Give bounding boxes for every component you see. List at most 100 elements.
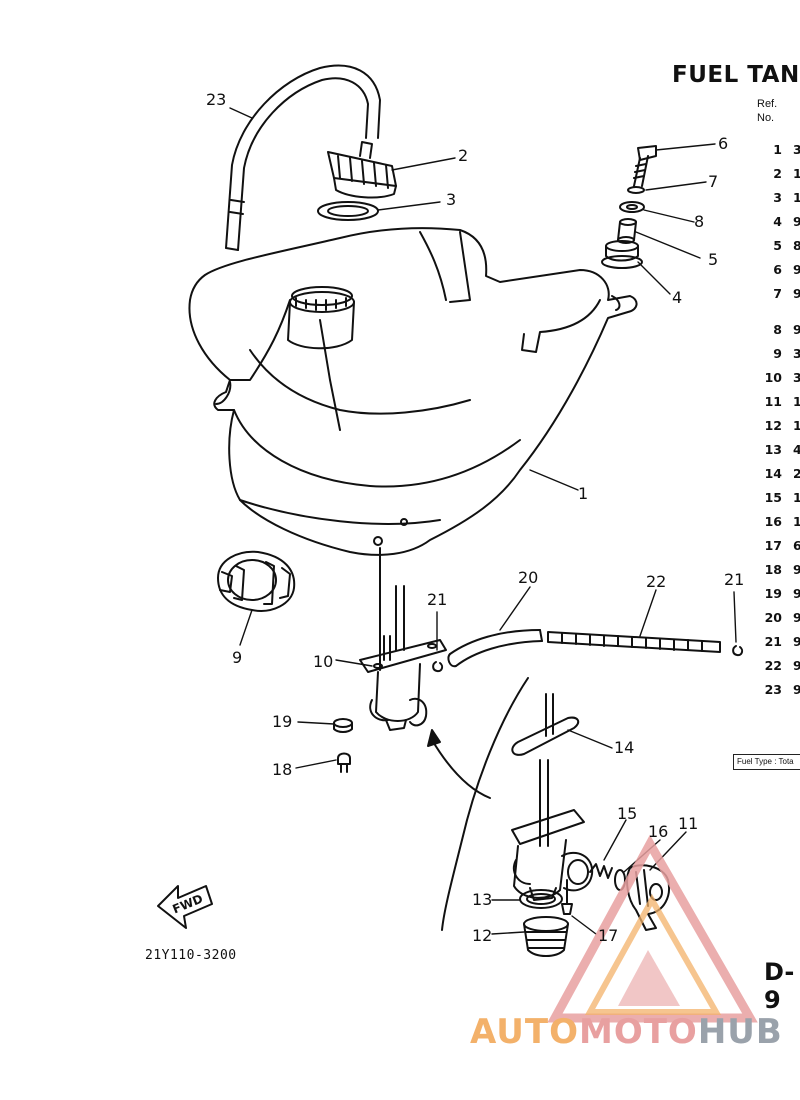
screw-17 [561, 903, 573, 915]
watermark-hub: HUB [697, 1012, 783, 1052]
watermark-auto: AUTO [470, 1012, 579, 1052]
ref-part-digit: 9 [793, 286, 800, 301]
callout-number: 11 [678, 814, 699, 833]
filler-neck [287, 286, 355, 350]
callout-number: 21 [427, 590, 448, 609]
fuel-type-label: Fuel Type : Tota [733, 754, 800, 770]
ref-part-digit: 9 [793, 322, 800, 337]
callout-number: 17 [598, 926, 619, 945]
ref-part-digit: 3 [793, 346, 800, 361]
ref-part-digit: 1 [793, 394, 800, 409]
callout-number: 9 [232, 648, 243, 667]
ref-header-no: No. [757, 112, 775, 124]
callout-number: 1 [578, 484, 589, 503]
callout-number: 14 [614, 738, 635, 757]
fuel-cap-2 [327, 141, 397, 199]
ref-part-digit: 1 [793, 418, 800, 433]
callout-number: 22 [646, 572, 667, 591]
ref-number: 20 [764, 610, 782, 625]
ref-number: 2 [773, 166, 782, 181]
watermark-text: AUTOMOTOHUB [470, 1012, 783, 1052]
ref-number: 16 [764, 514, 782, 529]
ref-part-digit: 3 [793, 370, 800, 385]
leader-lines [229, 107, 737, 935]
callout-number: 16 [648, 822, 669, 841]
ref-part-digit: 1 [793, 490, 800, 505]
ref-part-digit: 6 [793, 538, 800, 553]
cup-12 [523, 916, 569, 957]
ref-number: 15 [764, 490, 782, 505]
ref-header-ref: Ref. [757, 98, 778, 110]
watermark-triangles [547, 834, 758, 1023]
callout-number: 12 [472, 926, 493, 945]
washer-8 [619, 201, 645, 213]
ref-part-digit: 9 [793, 610, 800, 625]
watermark-moto: MOTO [578, 1012, 698, 1052]
callout-number: 20 [518, 568, 539, 587]
ref-number: 8 [773, 322, 782, 337]
detail-boundary [441, 677, 529, 931]
fuel-tank-1 [188, 227, 638, 556]
callout-number: 23 [206, 90, 227, 109]
strainer-9 [217, 550, 296, 612]
detail-arrow [431, 739, 491, 799]
ref-number: 5 [773, 238, 782, 253]
clip-21-right [732, 645, 744, 657]
ref-number: 12 [764, 418, 782, 433]
ref-number: 23 [764, 682, 782, 697]
fuel-cock-assembly [359, 585, 447, 731]
o-ring-14 [511, 693, 580, 756]
ref-part-digit: 4 [793, 442, 800, 457]
spring-15 [589, 863, 613, 879]
ref-part-digit: 9 [793, 262, 800, 277]
callout-number: 4 [672, 288, 683, 307]
ref-part-digit: 9 [793, 634, 800, 649]
ref-number: 21 [764, 634, 782, 649]
callout-number: 18 [272, 760, 293, 779]
ref-number: 3 [773, 190, 782, 205]
ref-part-digit: 9 [793, 562, 800, 577]
ref-number: 11 [764, 394, 782, 409]
callout-number: 8 [694, 212, 705, 231]
callout-number: 15 [617, 804, 638, 823]
ref-number: 6 [773, 262, 782, 277]
ref-number: 4 [773, 214, 782, 229]
gasket-13 [519, 889, 563, 909]
ref-header: Ref. No. [757, 97, 777, 125]
ref-number: 1 [773, 142, 782, 157]
page-code: D-9 [764, 958, 795, 1014]
ref-part-digit: 3 [793, 142, 800, 157]
callout-number: 7 [708, 172, 719, 191]
callout-number: 19 [272, 712, 293, 731]
ref-part-digit: 8 [793, 238, 800, 253]
callout-number: 10 [313, 652, 334, 671]
screw-18 [337, 752, 351, 773]
ref-part-digit: 1 [793, 190, 800, 205]
ref-number: 22 [764, 658, 782, 673]
callout-number: 2 [458, 146, 469, 165]
callout-number: 21 [724, 570, 745, 589]
ref-number: 10 [764, 370, 782, 385]
ref-number: 19 [764, 586, 782, 601]
ref-part-digit: 9 [793, 658, 800, 673]
breather-hose-23 [225, 64, 381, 251]
part-number: 21Y110-3200 [145, 948, 237, 963]
ref-number: 18 [764, 562, 782, 577]
washer-7 [627, 186, 645, 194]
cap-gasket-3 [317, 201, 379, 221]
ref-number: 14 [764, 466, 782, 481]
ref-number: 13 [764, 442, 782, 457]
callout-number: 13 [472, 890, 493, 909]
ref-number: 7 [773, 286, 782, 301]
callout-number: 5 [708, 250, 719, 269]
ref-part-digit: 9 [793, 682, 800, 697]
ref-number: 17 [764, 538, 782, 553]
damper-4 [601, 240, 643, 269]
fuel-cock-detail [511, 759, 594, 901]
fuel-hose-20 [447, 629, 543, 668]
collar-5 [617, 218, 637, 244]
ref-part-digit: 2 [793, 466, 800, 481]
callout-number: 6 [718, 134, 729, 153]
callout-number: 3 [446, 190, 457, 209]
